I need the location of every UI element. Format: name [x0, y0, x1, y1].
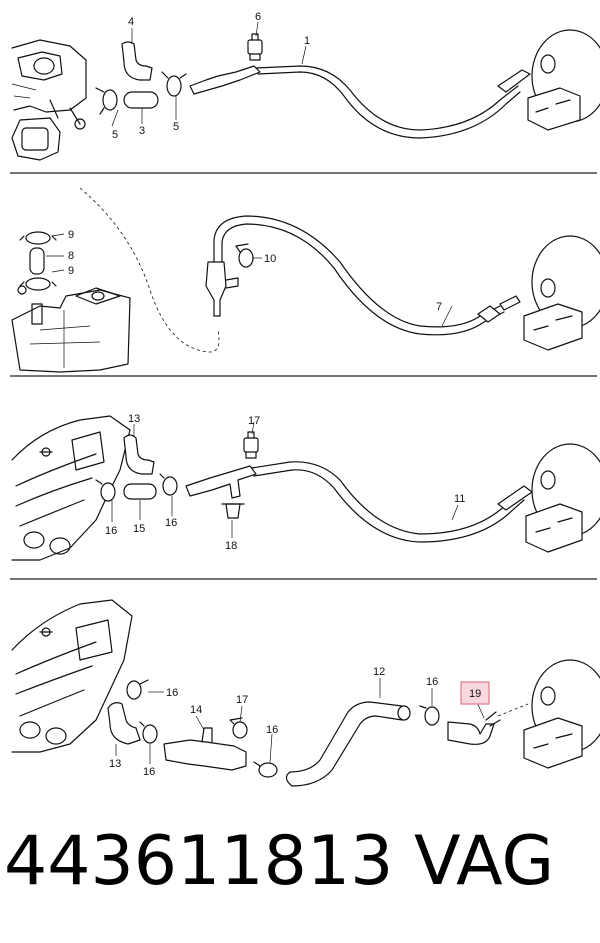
engine-block-illustration: [11, 39, 87, 161]
callout-label: 16: [165, 517, 177, 529]
check-valve: [235, 243, 254, 268]
callout-label: 6: [255, 11, 261, 23]
callout-label: 15: [133, 523, 145, 535]
straight-hose: [123, 483, 157, 500]
vacuum-line: [213, 215, 501, 328]
check-valve: [243, 431, 259, 459]
straight-hose: [123, 91, 159, 109]
routing-path: [497, 703, 529, 717]
callout-label: 13: [109, 758, 121, 770]
callout-label: 9: [68, 229, 74, 241]
vacuum-connector: [185, 465, 257, 499]
vacuum-connector: [189, 65, 261, 95]
vacuum-cap: [221, 503, 245, 519]
panel-1: [11, 29, 600, 161]
callout-label: 8: [68, 250, 74, 262]
callout-label: 16: [143, 766, 155, 778]
shaped-hose: [289, 701, 403, 773]
hose-clamp: [161, 71, 187, 97]
callout-label: 12: [373, 666, 385, 678]
check-valve: [229, 717, 248, 739]
panel-3: [11, 415, 600, 561]
brake-booster: [525, 443, 600, 553]
check-valve: [247, 33, 263, 61]
callout-label: 11: [454, 493, 465, 505]
callouts: 4 6 1 5 3 5 9 8 9 10 7 13 17 16 15 16 18…: [68, 11, 481, 778]
callout-label: 1: [304, 35, 310, 47]
callout-label: 9: [68, 265, 74, 277]
panel-4: [11, 599, 600, 787]
routing-path: [79, 187, 220, 353]
brake-booster: [527, 29, 600, 131]
callout-label: 18: [225, 540, 237, 552]
brand-label: VAG: [414, 822, 555, 901]
hose-elbow: [123, 434, 155, 475]
highlighted-callout-box: [460, 681, 490, 705]
hose-clamp: [139, 721, 158, 744]
callout-label: 7: [436, 301, 442, 313]
callout-label: 4: [128, 16, 134, 28]
vacuum-connector: [205, 261, 239, 317]
callout-label: 16: [266, 724, 278, 736]
leader-lines: [46, 21, 485, 764]
straight-hose: [29, 247, 45, 275]
hose-clamp: [95, 87, 118, 115]
vacuum-connector: [163, 739, 247, 771]
callout-label: 10: [264, 253, 276, 265]
intake-manifold-illustration: [11, 599, 133, 753]
callout-label: 13: [128, 413, 140, 425]
part-number: 443611813: [4, 822, 394, 901]
brake-booster: [523, 235, 600, 351]
callout-label: 17: [248, 415, 260, 427]
callout-label: 3: [139, 125, 145, 137]
elbow-connector: [447, 721, 495, 745]
engine-block-illustration: [11, 285, 131, 373]
hose-clamp: [159, 473, 178, 496]
hose-clamp: [19, 277, 57, 291]
callout-label-highlighted: 19: [469, 688, 481, 700]
callout-label: 16: [426, 676, 438, 688]
vacuum-line: [251, 461, 521, 535]
panel-2: [11, 187, 600, 373]
hose-clamp: [95, 479, 116, 502]
vacuum-line: [255, 65, 519, 131]
hose-clamp: [253, 761, 278, 778]
callout-label: 16: [166, 687, 178, 699]
callout-label: 17: [236, 694, 248, 706]
callout-label: 14: [190, 704, 202, 716]
hose-clamp: [19, 231, 57, 245]
hose-elbow: [107, 702, 141, 745]
callout-label: 16: [105, 525, 117, 537]
hose-elbow: [121, 41, 153, 81]
callout-label: 5: [112, 129, 118, 141]
hose-clamp: [419, 705, 440, 726]
brake-booster: [523, 659, 600, 769]
intake-manifold-illustration: [11, 415, 131, 561]
hose-clamp: [126, 679, 149, 700]
callout-label: 5: [173, 121, 179, 133]
